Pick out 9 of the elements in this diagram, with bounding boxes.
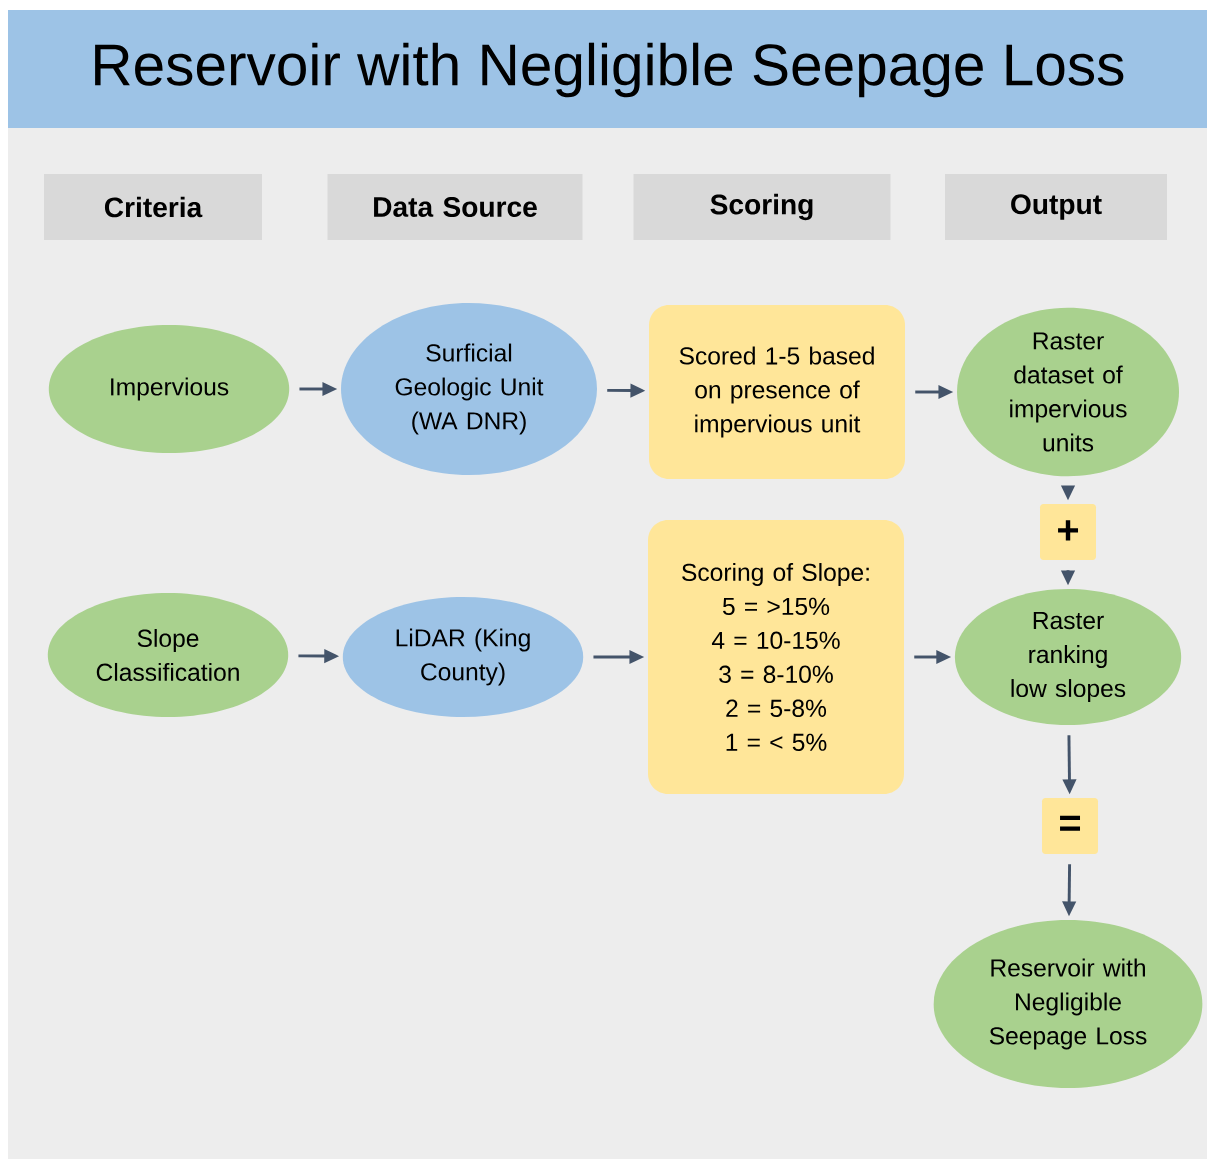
scoring-box: Scoring of Slope: 5 = >15% 4 = 10-15% 3 = 8-10% 2 = 5-8% 1 = < 5% (648, 520, 904, 794)
operator-box: = (1042, 798, 1098, 854)
column-header: Criteria (44, 174, 262, 240)
column-header: Scoring (633, 174, 891, 240)
column-header: Data Source (327, 174, 583, 240)
title-band: Reservoir with Negligible Seepage Loss (8, 10, 1207, 128)
scoring-box: Scored 1-5 based on presence of impervious unit (649, 305, 905, 479)
column-header: Output (945, 174, 1167, 240)
operator-box: + (1040, 504, 1096, 560)
